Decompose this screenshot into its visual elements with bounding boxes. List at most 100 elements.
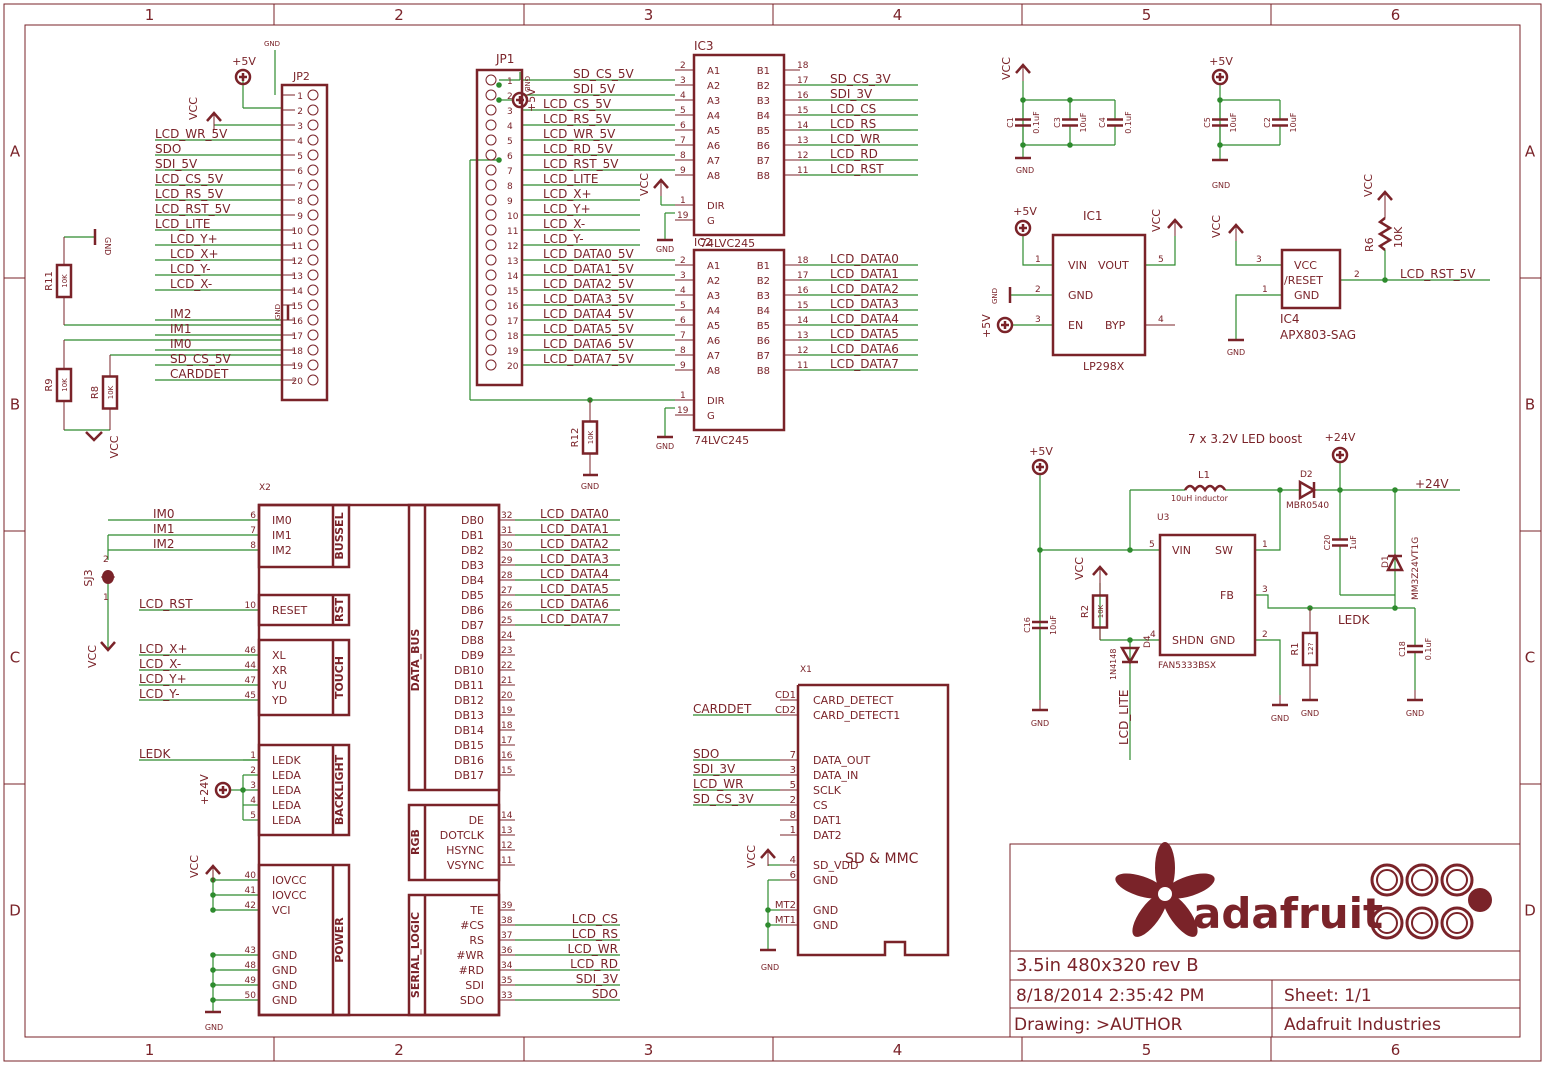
net-label: LCD_WR_5V xyxy=(155,127,228,141)
gnd-label: GND xyxy=(205,1023,223,1032)
supply-label: VCC xyxy=(1210,215,1223,238)
u3-body xyxy=(1158,533,1257,657)
pin-number: 1 xyxy=(250,751,256,761)
pin-number: 5 xyxy=(790,780,796,791)
net-label: LCD_WR xyxy=(567,942,618,956)
pin-number: 37 xyxy=(501,931,512,941)
net-label: IM1 xyxy=(153,522,175,536)
logo-dot xyxy=(1468,888,1492,912)
header-pin xyxy=(485,299,497,311)
pin-name: SHDN xyxy=(1172,634,1204,647)
pin-name: LEDA xyxy=(272,769,301,782)
pin-name: B1 xyxy=(757,66,770,77)
pin-name: GND xyxy=(1068,289,1093,302)
net-label: LCD_LITE xyxy=(543,172,598,186)
pin-number: 4 xyxy=(297,137,303,147)
pin-number: 13 xyxy=(797,331,808,341)
vcc-arrow xyxy=(1015,63,1031,74)
vcc-arrow-down xyxy=(100,641,116,652)
pin-number: 14 xyxy=(292,287,304,297)
pin-name: DAT2 xyxy=(813,829,842,842)
pin-number: 22 xyxy=(501,661,512,671)
pin-number: 16 xyxy=(797,91,809,101)
logo-ring xyxy=(1440,863,1474,897)
pin-name: A2 xyxy=(707,81,720,92)
supply-symbol xyxy=(996,316,1014,334)
net-label: LCD_LITE xyxy=(1117,690,1131,745)
net-label: LCD_WR_5V xyxy=(543,127,616,141)
cap-value: 10uF xyxy=(1289,112,1298,132)
pin-name: B3 xyxy=(757,96,770,107)
ic-part: FAN5333BSX xyxy=(1158,661,1216,671)
pin-name: B8 xyxy=(757,171,770,182)
supply-label: VCC xyxy=(1150,209,1163,232)
pin-name: GND xyxy=(272,964,297,977)
pin-number: 4 xyxy=(680,286,686,296)
net-label: LCD_DATA4_5V xyxy=(543,307,634,321)
net-label: LCD_RS_5V xyxy=(155,187,224,201)
net-label: LCD_RST_5V xyxy=(543,157,619,171)
net-label: LCD_CS xyxy=(830,102,876,116)
gnd-label: GND xyxy=(103,237,112,255)
pin-number: 13 xyxy=(292,272,303,282)
pin-number: 28 xyxy=(501,571,513,581)
junction-dot xyxy=(765,907,771,913)
pin-number: 3 xyxy=(250,781,256,791)
pin-number: 12 xyxy=(797,151,808,161)
resistor-name: R8 xyxy=(90,386,101,399)
pin-number: 6 xyxy=(680,121,686,131)
pin-number: 2 xyxy=(1035,285,1041,295)
net-label: LCD_DATA5 xyxy=(830,327,899,341)
pin-number: 2 xyxy=(250,766,256,776)
cap-name: C1 xyxy=(1006,117,1015,128)
pin-number: 34 xyxy=(501,961,513,971)
header-pin xyxy=(307,344,319,356)
resistor-value: 10K xyxy=(61,378,69,392)
pin-name: DOTCLK xyxy=(440,829,485,842)
pin-name: DB14 xyxy=(454,724,484,737)
supply-label: VCC xyxy=(108,435,121,458)
logo-petal xyxy=(1164,873,1215,899)
pin-number: 6 xyxy=(680,316,686,326)
resistor-value: 10K xyxy=(1392,226,1405,248)
vcc-arrow xyxy=(206,111,222,122)
pin-number: 11 xyxy=(797,361,808,371)
pin-number: 43 xyxy=(245,946,256,956)
pin-number: 20 xyxy=(501,691,513,701)
pin-number: 29 xyxy=(501,556,513,566)
pin-number: 8 xyxy=(297,197,303,207)
supply-symbol xyxy=(1031,458,1049,476)
net-label: LCD_WR xyxy=(830,132,881,146)
pin-name: GND xyxy=(272,949,297,962)
pin-number: 2 xyxy=(507,92,513,102)
pin-number: 1 xyxy=(1262,285,1268,295)
header-pin xyxy=(307,329,319,341)
pin-name: DIR xyxy=(707,201,725,212)
pin-name: DB1 xyxy=(461,529,484,542)
pin-name: YU xyxy=(271,679,287,692)
pin-number: 5 xyxy=(297,152,303,162)
section-label: TOUCH xyxy=(333,656,346,699)
pin-number: 4 xyxy=(1150,630,1156,640)
net-label: LCD_CS xyxy=(572,912,618,926)
logo-petal xyxy=(1155,842,1175,894)
cap-value: 10uF xyxy=(1229,112,1238,132)
column-number-top: 5 xyxy=(1142,6,1152,24)
gnd-label: GND xyxy=(264,40,280,48)
diode-name: D2 xyxy=(1300,470,1313,480)
resistor-body xyxy=(581,420,599,455)
net-label: LCD_DATA5_5V xyxy=(543,322,634,336)
pin-name: CARD_DETECT1 xyxy=(813,709,900,722)
net-label: LCD_DATA3_5V xyxy=(543,292,634,306)
pin-number: 15 xyxy=(292,302,303,312)
ic-part: 74LVC245 xyxy=(700,237,755,250)
cap-name: C5 xyxy=(1203,117,1212,128)
net-label: LCD_X- xyxy=(139,657,181,671)
net-label: LCD_DATA0_5V xyxy=(543,247,634,261)
net-label: LCD_RD xyxy=(830,147,878,161)
pin-number: 19 xyxy=(292,362,304,372)
supply-label: +5V xyxy=(525,88,538,112)
resistor-value: 10K xyxy=(1097,604,1105,618)
supply-label: VCC xyxy=(1362,174,1375,197)
header-pin xyxy=(485,254,497,266)
